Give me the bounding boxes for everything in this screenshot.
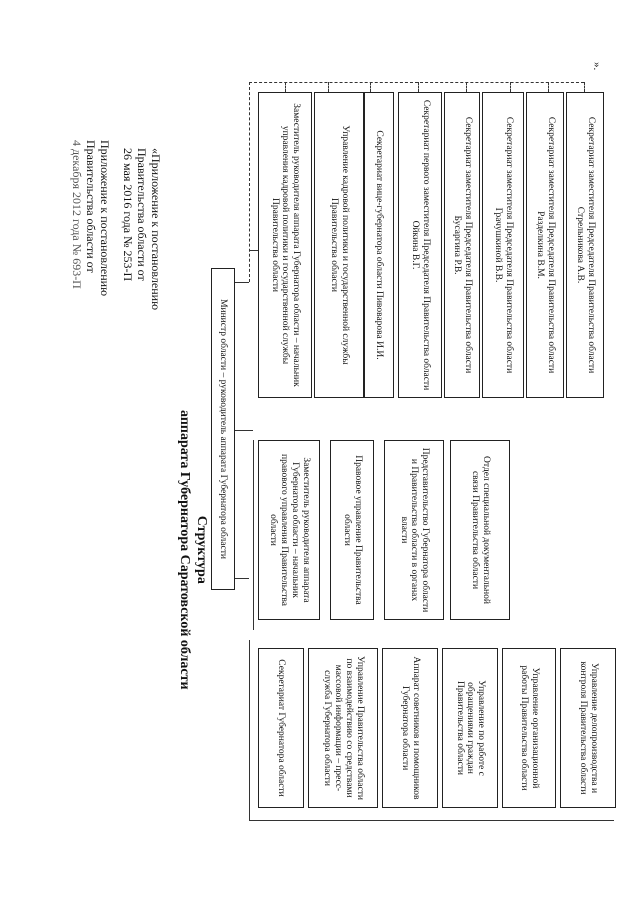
right-main-connector [249, 250, 258, 251]
top-dashed-line [249, 82, 584, 83]
left-bracket-bottom [249, 820, 614, 821]
right-main-box [258, 92, 312, 398]
left-box-4 [442, 648, 498, 808]
appendix-new-line3: 26 мая 2016 года № 253-П [121, 148, 135, 282]
middle-box-1 [258, 440, 320, 620]
appendix-old: Приложение к постановлению Правительства… [70, 140, 112, 296]
appendix-old-line3: 4 декабря 2012 года № 693-П [70, 140, 84, 289]
left-box-3 [382, 648, 438, 808]
title-line2: аппарата Губернатора Саратовской области [177, 410, 192, 690]
left-box-6 [560, 648, 616, 808]
left-label-4: Управление по работе с обращениями гражд… [454, 680, 487, 776]
left-box-1 [258, 648, 304, 808]
appendix-new: «Приложение к постановлению Правительств… [121, 148, 163, 310]
left-box-2 [308, 648, 378, 808]
right-sub-box-2 [364, 92, 394, 398]
left-box-5 [502, 648, 556, 808]
left-bracket-top [249, 640, 250, 820]
right-main-label: Заместитель руководителя аппарата Губерн… [269, 103, 302, 387]
left-label-5: Управление организационной работы Правит… [519, 665, 540, 791]
right-sub-label-7: Секретариат заместителя Председателя Пра… [575, 116, 596, 374]
top-dashed-stub [249, 82, 250, 282]
right-sub-label-1: Управление кадровой политики и государст… [329, 125, 350, 365]
head-to-middle-connector [235, 430, 253, 431]
middle-label-4: Отдел специальной документальной связи П… [470, 456, 491, 604]
minister-box [211, 268, 235, 590]
head-to-left-connector [235, 578, 249, 579]
dash-drop-3 [370, 82, 371, 92]
appendix-old-line1: Приложение к постановлению [98, 140, 112, 297]
appendix-old-line2: Правительства области от [84, 140, 98, 273]
right-sub-label-2: Секретариат вице-губернатора области Пив… [374, 130, 385, 360]
title-line1: Структура [194, 515, 209, 584]
middle-vertical-connector [253, 440, 254, 630]
middle-box-3 [384, 440, 444, 620]
middle-box-4 [450, 440, 510, 620]
right-sub-box-7 [566, 92, 604, 398]
right-sub-box-5 [482, 92, 524, 398]
right-sub-box-3 [398, 92, 442, 398]
left-label-6: Управление делопроизводства и контроля П… [578, 661, 599, 795]
right-sub-box-1 [314, 92, 364, 398]
dash-drop-5 [466, 82, 467, 92]
dash-drop-6 [510, 82, 511, 92]
right-sub-label-6: Секретариат заместителя Председателя Пра… [535, 116, 556, 374]
appendix-new-line1: «Приложение к постановлению [149, 148, 163, 311]
minister-label: Министр области – руководитель аппарата … [218, 299, 229, 559]
right-sub-label-4: Секретариат заместителя Председателя Пра… [452, 116, 473, 374]
dash-drop-2 [328, 82, 329, 92]
dash-drop-8 [584, 82, 585, 92]
right-sub-box-4 [444, 92, 480, 398]
right-sub-label-3: Секретариат первого заместителя Председа… [410, 99, 431, 391]
dash-drop-1 [285, 82, 286, 92]
left-label-1: Секретариат Губернатора области [276, 659, 287, 797]
dash-drop-4 [418, 82, 419, 92]
right-sub-box-6 [526, 92, 564, 398]
middle-label-2: Правовое управление Правительства област… [342, 455, 363, 605]
diagram-title: Структура аппарата Губернатора Саратовск… [176, 410, 210, 690]
left-label-2: Управление Правительства области по взаи… [322, 656, 365, 800]
left-label-3: Аппарат советников и помощников Губернат… [400, 656, 421, 800]
appendix-new-line2: Правительства области от [135, 148, 149, 281]
head-to-right-connector [235, 282, 249, 283]
middle-label-3: Представительство Губернатора области и … [398, 447, 431, 613]
corner-mark: ». [591, 62, 603, 71]
dash-drop-7 [548, 82, 549, 92]
middle-label-1: Заместитель руководителя аппарата Губерн… [268, 454, 311, 606]
middle-box-2 [330, 440, 374, 620]
right-sub-label-5: Секретариат заместителя Председателя Пра… [493, 116, 514, 374]
